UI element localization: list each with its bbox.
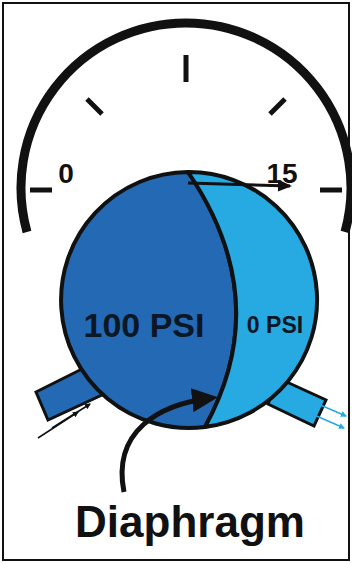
flow-arrow [318,404,346,416]
scale-number: 15 [264,160,299,188]
leader-arrow [122,398,212,492]
pressure-label: 0 PSI [247,314,303,337]
chamber-outline [188,172,317,427]
chamber-shape [60,172,316,428]
gauge-tick [270,99,285,114]
low-pressure-chamber: 0 PSI [60,172,316,428]
flow-arrow [312,414,344,428]
gauge-tick [87,99,102,114]
gauge-tick [30,188,52,193]
part-label: Diaphragm [73,500,307,544]
gauge-tick [320,188,342,193]
scale-number: 0 [56,160,76,188]
gauge-tick [184,55,189,82]
pressure-label: 100 PSI [84,308,205,342]
flow-arrow [52,404,90,428]
